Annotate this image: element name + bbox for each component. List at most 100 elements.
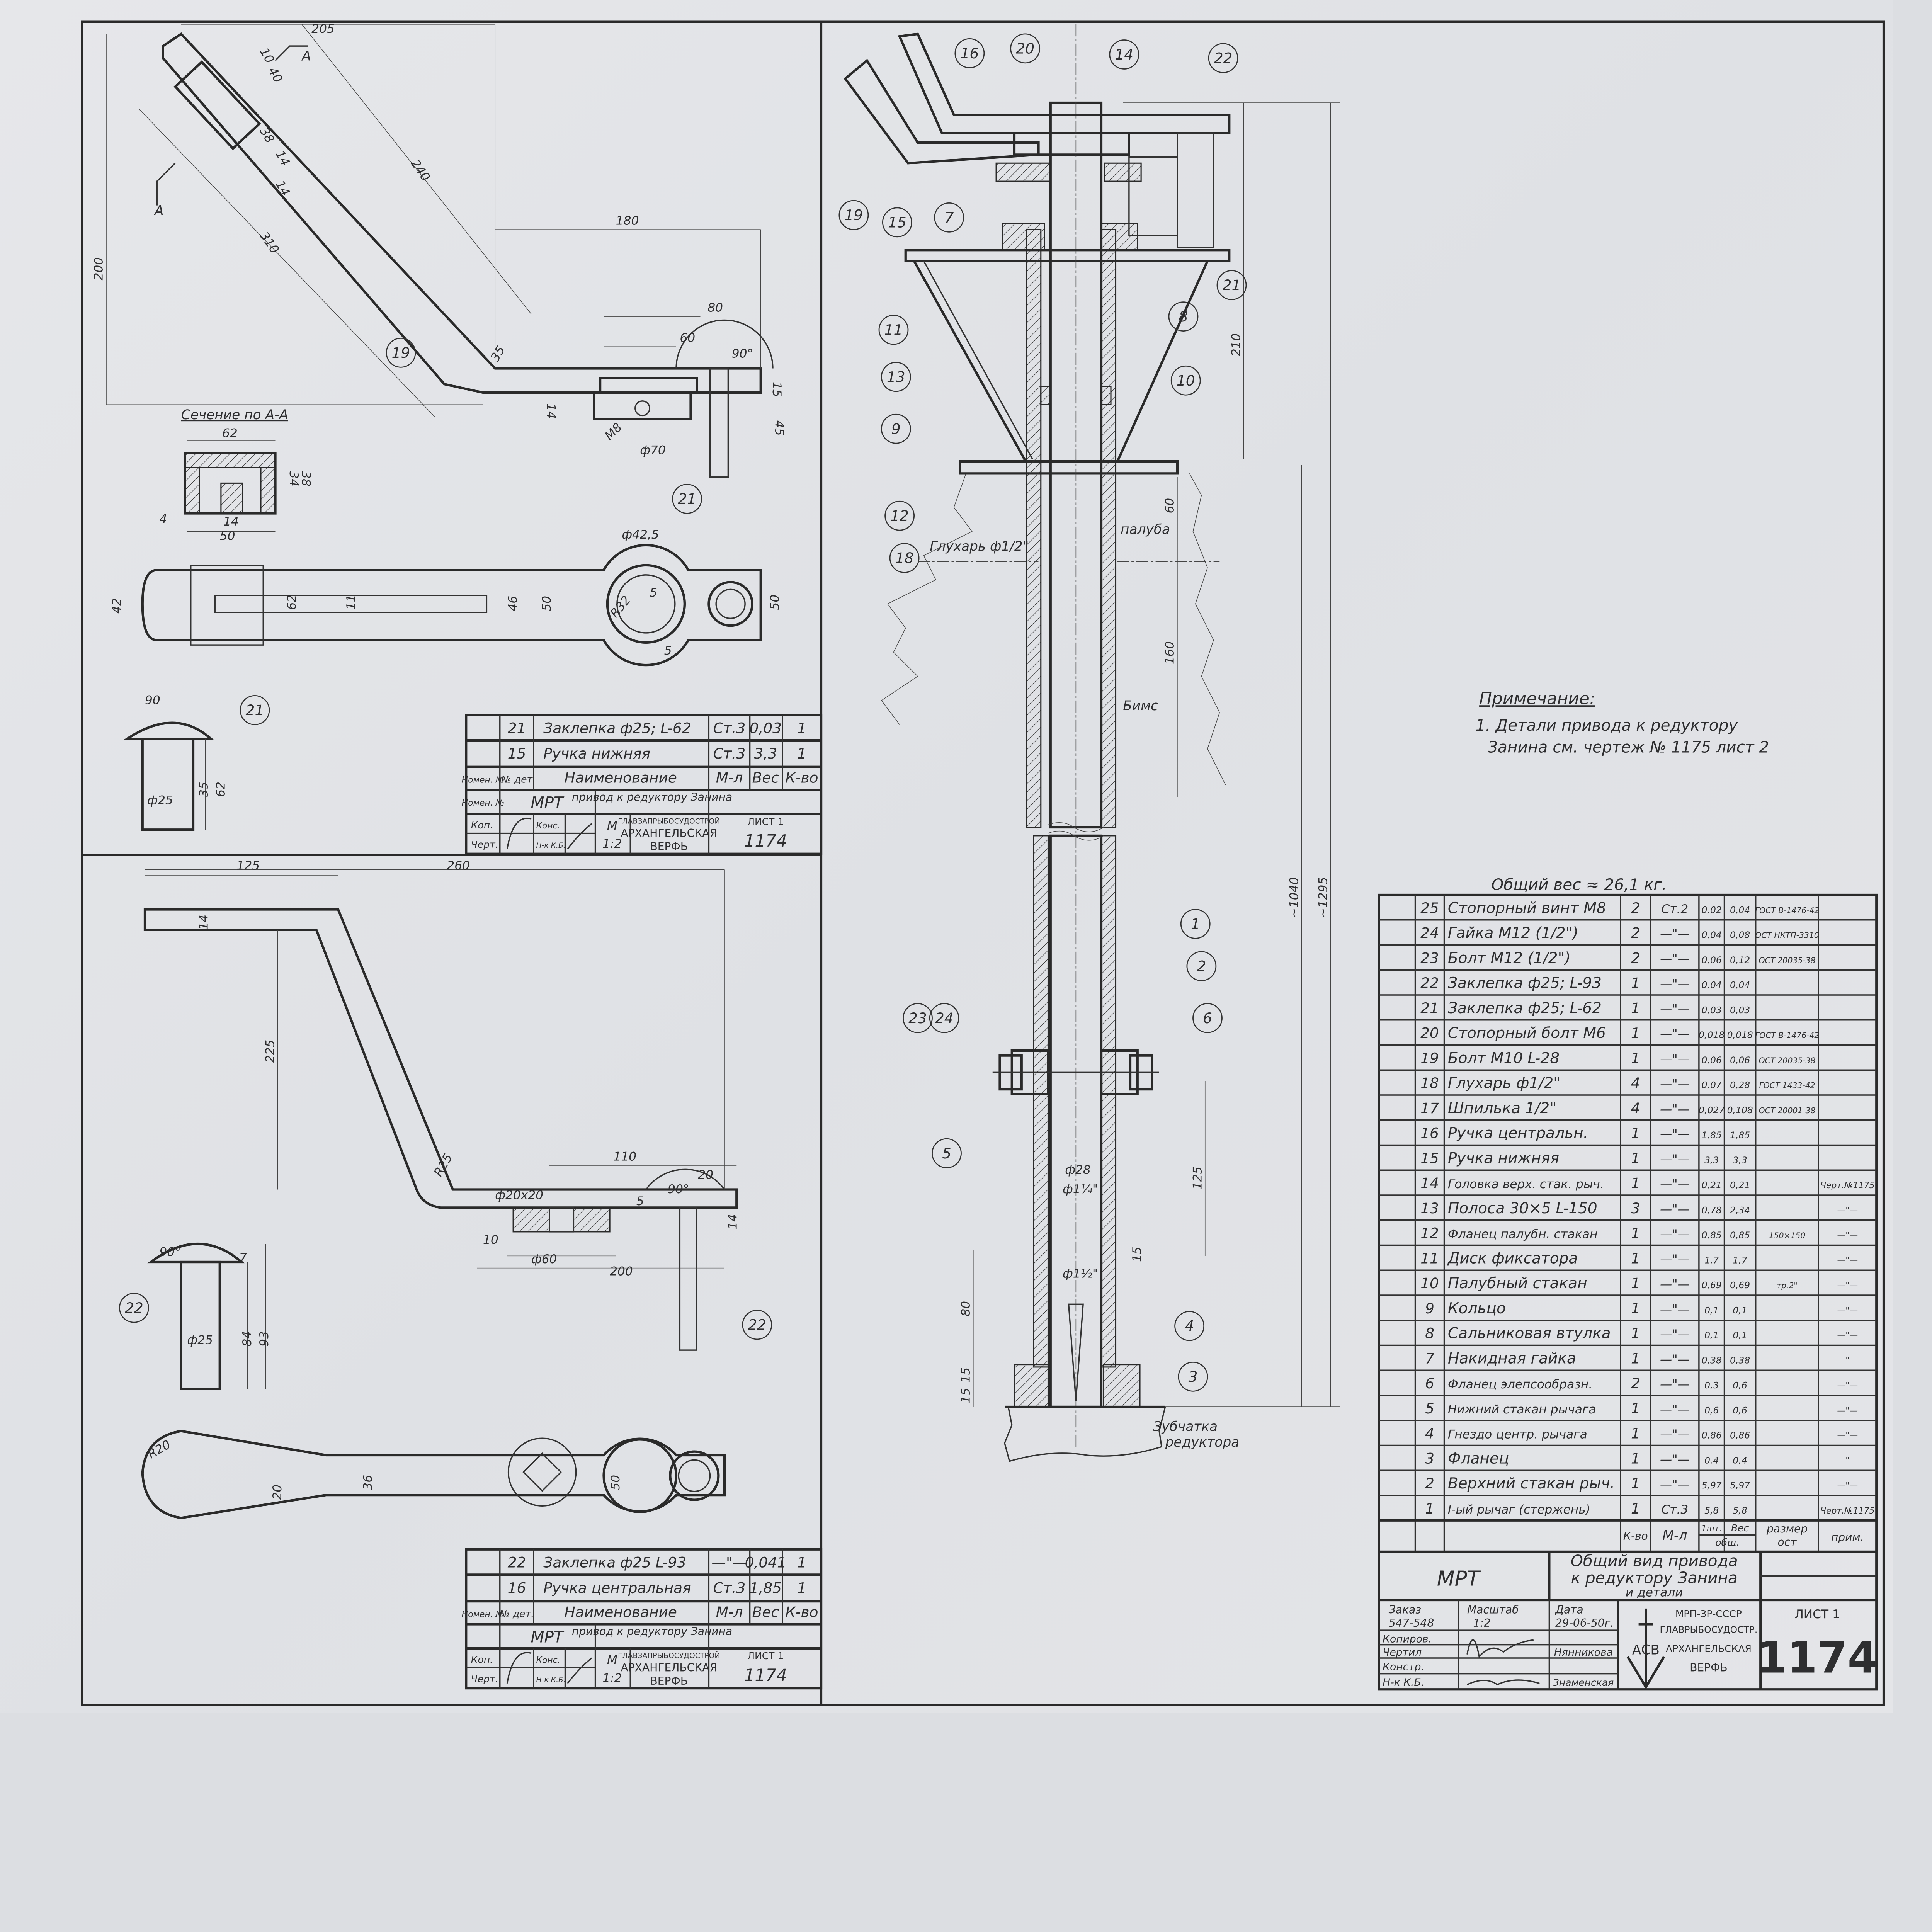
balloon-23: 23 — [903, 1003, 933, 1033]
part-total-weight: 0,86 — [1730, 1430, 1750, 1441]
header-standard: ост — [1777, 1536, 1797, 1548]
lower-handle-dimensions: 205 10 40 38 14 14 240 310 200 180 80 60… — [92, 22, 786, 808]
balloon-number: 19 — [392, 344, 410, 361]
section-mark: A — [301, 49, 311, 64]
balloon-circle — [881, 413, 911, 444]
balloon-21: 21 — [672, 484, 702, 514]
block-title: привод к редуктору Занина — [572, 1625, 732, 1638]
dim-label: 125 — [237, 859, 260, 872]
part-note: —"— — [1837, 1431, 1858, 1441]
part-total-weight: 0,1 — [1733, 1330, 1747, 1341]
part-material: —"— — [1660, 1002, 1690, 1016]
part-total-weight: 0,38 — [1730, 1355, 1750, 1366]
part-material: —"— — [1660, 1177, 1690, 1191]
balloon-16: 16 — [954, 38, 985, 68]
header-det: № дет. — [499, 1608, 534, 1619]
part-qty: 4 — [1631, 1075, 1640, 1092]
part-name: Заклепка ф25; L-62 — [1448, 1000, 1602, 1017]
designer-label: Констр. — [1383, 1661, 1424, 1673]
part-name: Накидная гайка — [1448, 1350, 1576, 1367]
drawn-by: Нянникова — [1554, 1646, 1613, 1658]
part-unit-weight: 0,86 — [1702, 1430, 1722, 1441]
part-unit-weight: 5,97 — [1702, 1480, 1722, 1491]
dim-label: 90 — [145, 693, 160, 707]
note-line: Занина см. чертеж № 1175 лист 2 — [1488, 738, 1769, 756]
dim-label: 93 — [257, 1331, 271, 1347]
part-unit-weight: 0,85 — [1702, 1230, 1722, 1241]
balloon-circle — [1170, 365, 1201, 396]
balloon-number: 15 — [888, 214, 906, 231]
dim-label: 205 — [311, 22, 335, 36]
dim-label: 50 — [540, 596, 554, 611]
dim-label: 4 — [160, 512, 167, 526]
dim-label: 15 — [959, 1367, 973, 1383]
drawing-title: к редуктору Занина — [1571, 1568, 1738, 1587]
sheet-label: ЛИСТ 1 — [1794, 1607, 1840, 1621]
part-unit-weight: 0,06 — [1702, 954, 1722, 965]
part-material: —"— — [1660, 927, 1690, 941]
dim-label: 5 — [636, 1194, 644, 1208]
part-number: 7 — [1425, 1350, 1434, 1367]
org-code: МРТ — [531, 793, 565, 812]
balloon-number: 3 — [1189, 1368, 1198, 1385]
part-qty: 1 — [1631, 1450, 1640, 1467]
part-number: 3 — [1425, 1450, 1434, 1467]
nk-label: Н-к К.Б. — [536, 842, 566, 850]
part-material: —"— — [1660, 977, 1690, 991]
scale-label: Масштаб — [1467, 1603, 1519, 1616]
balloon-8: 8 — [1168, 301, 1199, 332]
part-total-weight: 0,4 — [1733, 1455, 1747, 1466]
part-number: 21 — [508, 719, 526, 736]
header-det: № дет — [500, 774, 533, 785]
dim-label: 10 — [257, 46, 277, 66]
part-name: Полоса 30×5 L-150 — [1448, 1200, 1597, 1217]
balloon-circle — [386, 337, 416, 368]
dim-label: R25 — [431, 1151, 455, 1179]
part-qty: 3 — [1631, 1200, 1640, 1217]
part-name: Глухарь ф1/2" — [1448, 1075, 1560, 1092]
dim-label: ф25 — [187, 1333, 213, 1347]
dim-label: 14 — [726, 1214, 740, 1230]
nomen-label: Номен. № — [462, 798, 505, 808]
sheet-number: 1174 — [1757, 1633, 1878, 1683]
drawn-label: Чертил — [1383, 1646, 1422, 1658]
dim-label: 15 — [770, 382, 784, 397]
balloon-circle — [881, 362, 911, 392]
date-label: Дата — [1554, 1603, 1583, 1616]
header-qty: К-во — [1623, 1530, 1648, 1543]
part-number: 10 — [1420, 1275, 1439, 1292]
part-total-weight: 1,85 — [1730, 1130, 1750, 1141]
plug-label: Глухарь ф1/2" — [930, 539, 1029, 554]
part-standard: тр.2" — [1777, 1281, 1797, 1290]
dim-label: 14 — [273, 178, 293, 198]
date-value: 29-06-50г. — [1555, 1617, 1614, 1629]
balloon-22: 22 — [119, 1293, 149, 1323]
gear-label: Зубчатка — [1153, 1419, 1218, 1434]
dim-label: ф28 — [1065, 1163, 1090, 1177]
part-qty: 1 — [797, 1554, 806, 1571]
part-name: Шпилька 1/2" — [1448, 1100, 1556, 1117]
balloon-circle — [1186, 951, 1217, 981]
header-name: Наименование — [565, 1604, 677, 1621]
part-number: 24 — [1420, 925, 1439, 942]
header-weight: Вес — [752, 1604, 779, 1621]
part-material: —"— — [1660, 1428, 1690, 1442]
part-name: Фланец палубн. стакан — [1448, 1228, 1598, 1242]
chief-name: Знаменская — [1553, 1677, 1614, 1688]
part-number: 1 — [1425, 1500, 1434, 1517]
part-qty: 1 — [1631, 1425, 1640, 1442]
part-material: —"— — [1660, 1277, 1690, 1291]
dim-label: 50 — [609, 1475, 622, 1490]
part-material: Ст.3 — [713, 719, 746, 736]
part-unit-weight: 0,69 — [1702, 1280, 1722, 1291]
part-name: Стопорный винт М8 — [1448, 900, 1606, 917]
dim-label: ф1¼" — [1063, 1182, 1098, 1196]
balloon-12: 12 — [884, 500, 915, 531]
part-unit-weight: 1,7 — [1704, 1255, 1719, 1265]
balloon-21: 21 — [240, 695, 270, 725]
org-code: МРТ — [531, 1628, 565, 1646]
